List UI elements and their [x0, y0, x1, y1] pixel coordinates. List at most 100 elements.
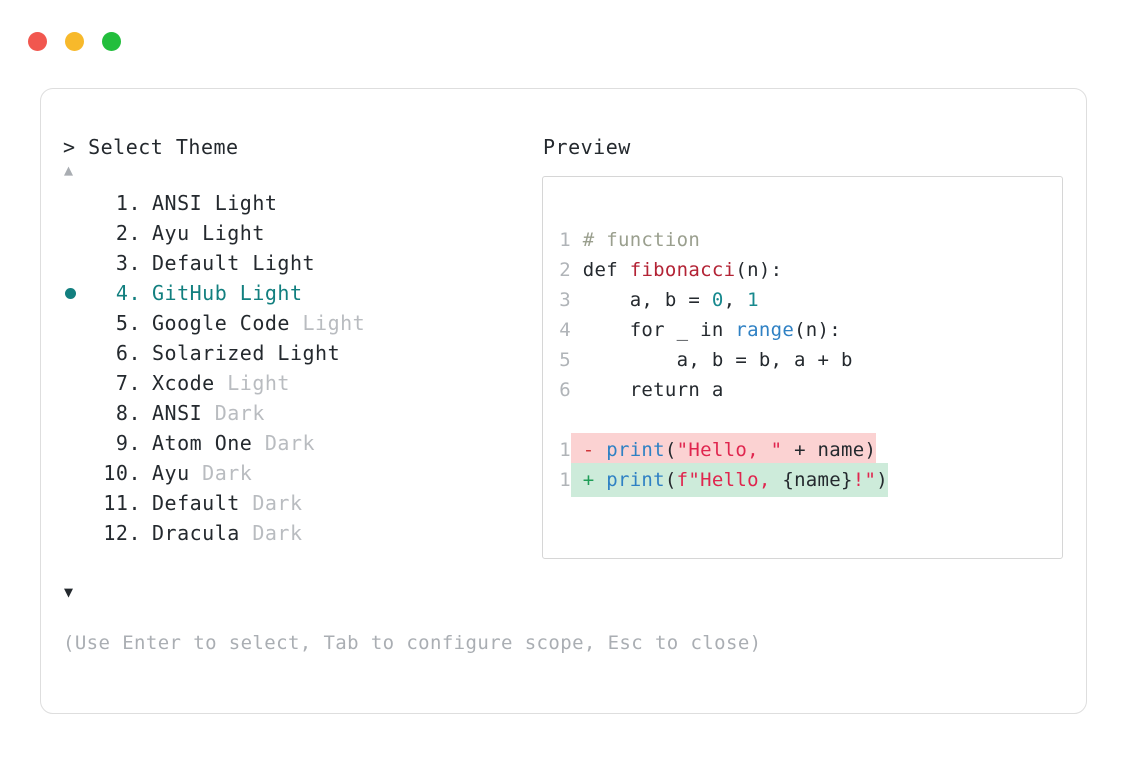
code-token: f"Hello,	[676, 469, 783, 491]
code-token: range	[735, 319, 795, 341]
code-token: def	[571, 259, 630, 281]
diff-marker: -	[571, 439, 607, 461]
theme-item-index: 9.	[115, 431, 141, 455]
code-token: )	[876, 469, 888, 491]
line-number: 5	[559, 349, 571, 371]
theme-item-variant: Light	[189, 221, 265, 245]
theme-item-index: 3.	[115, 251, 141, 275]
code-token: 0	[711, 289, 724, 311]
code-token: a, b = b, a + b	[571, 349, 853, 371]
diff-body: - print("Hello, " + name)	[571, 433, 877, 467]
theme-item-variant: Light	[239, 251, 316, 275]
code-token: (n):	[735, 259, 783, 281]
theme-item-name: Default	[152, 251, 240, 275]
theme-item-variant: Dark	[189, 461, 253, 485]
scroll-down-arrow-icon[interactable]: ▼	[64, 583, 74, 601]
theme-item-index: 5.	[115, 311, 141, 335]
line-number: 2	[559, 259, 571, 281]
theme-list-item[interactable]: 6. Solarized Light	[63, 341, 503, 371]
theme-item-variant: Light	[227, 281, 303, 305]
code-token: 1	[747, 289, 759, 311]
theme-item-name: Ayu	[152, 221, 190, 245]
theme-item-variant: Light	[264, 341, 341, 365]
theme-item-index: 7.	[115, 371, 141, 395]
line-number: 1	[559, 229, 571, 251]
theme-item-name: ANSI	[152, 401, 203, 425]
code-token: + name)	[782, 439, 877, 461]
code-token: # function	[571, 229, 701, 251]
diff-marker: +	[571, 469, 607, 491]
theme-item-index: 2.	[115, 221, 141, 245]
theme-list-item[interactable]: 12.Dracula Dark	[63, 521, 503, 551]
selected-bullet-icon	[65, 288, 76, 299]
theme-list-item[interactable]: 7.Xcode Light	[63, 371, 503, 401]
code-token: print	[606, 439, 665, 461]
theme-list-item[interactable]: 1.ANSI Light	[63, 191, 503, 221]
theme-item-index: 12.	[103, 521, 141, 545]
theme-item-index: 10.	[103, 461, 141, 485]
theme-item-variant: Dark	[202, 401, 265, 425]
theme-item-name: Default	[152, 491, 240, 515]
theme-item-name: Atom One	[152, 431, 253, 455]
theme-list-item[interactable]: 8. ANSI Dark	[63, 401, 503, 431]
theme-list-item[interactable]: 10. Ayu Dark	[63, 461, 503, 491]
theme-item-variant: Light	[202, 191, 278, 215]
minimize-dot[interactable]	[65, 32, 84, 51]
theme-item-variant: Dark	[252, 431, 316, 455]
line-number: 4	[559, 319, 571, 341]
keyboard-hint: (Use Enter to select, Tab to configure s…	[63, 632, 762, 654]
close-dot[interactable]	[28, 32, 47, 51]
code-line: 4 for _ in range(n):	[558, 315, 888, 345]
theme-item-index: 6.	[115, 341, 141, 365]
code-token: "Hello, "	[676, 439, 783, 461]
theme-item-index: 11.	[103, 491, 141, 515]
code-token: print	[606, 469, 665, 491]
theme-item-variant: Light	[214, 371, 290, 395]
code-token: fibonacci	[629, 259, 736, 281]
code-line: 2 def fibonacci(n):	[558, 255, 888, 285]
theme-item-index: 8.	[115, 401, 141, 425]
code-token: (	[664, 469, 677, 491]
code-spacer	[558, 405, 888, 433]
preview-label: Preview	[543, 135, 631, 159]
line-number: 3	[559, 289, 571, 311]
code-token: return a	[571, 379, 724, 401]
diff-line-add: 1 + print(f"Hello, {name}!")	[558, 463, 888, 497]
theme-list-item[interactable]: 5. Google Code Light	[63, 311, 503, 341]
theme-list-item[interactable]: 4.GitHub Light	[63, 281, 503, 311]
code-line: 1 # function	[558, 225, 888, 255]
theme-item-name: Solarized	[152, 341, 265, 365]
maximize-dot[interactable]	[102, 32, 121, 51]
code-token: ,	[723, 289, 748, 311]
theme-item-variant: Dark	[239, 521, 303, 545]
theme-item-index: 1.	[115, 191, 141, 215]
theme-list-item[interactable]: 9. Atom One Dark	[63, 431, 503, 461]
code-token: (n):	[794, 319, 842, 341]
code-line: 6 return a	[558, 375, 888, 405]
line-number: 6	[559, 379, 571, 401]
theme-item-name: Ayu	[152, 461, 190, 485]
line-number: 1	[559, 439, 571, 461]
diff-line-del: 1 - print("Hello, " + name)	[558, 433, 888, 467]
line-number: 1	[559, 469, 571, 491]
theme-list-item[interactable]: 3. Default Light	[63, 251, 503, 281]
theme-item-variant: Light	[289, 311, 366, 335]
code-token: !"	[852, 469, 877, 491]
diff-body: + print(f"Hello, {name}!")	[571, 463, 888, 497]
window-titlebar	[28, 32, 121, 51]
code-token: for _ in	[571, 319, 736, 341]
code-token: a, b =	[571, 289, 712, 311]
code-line: 5 a, b = b, a + b	[558, 345, 888, 375]
theme-item-name: Google Code	[152, 311, 290, 335]
theme-list-item[interactable]: 2. Ayu Light	[63, 221, 503, 251]
theme-item-name: GitHub	[152, 281, 228, 305]
theme-list-item[interactable]: 11.Default Dark	[63, 491, 503, 521]
code-token: {name}	[782, 469, 853, 491]
page-title: > Select Theme	[63, 135, 239, 159]
code-token: (	[664, 439, 677, 461]
scroll-up-arrow-icon[interactable]: ▲	[64, 161, 74, 179]
